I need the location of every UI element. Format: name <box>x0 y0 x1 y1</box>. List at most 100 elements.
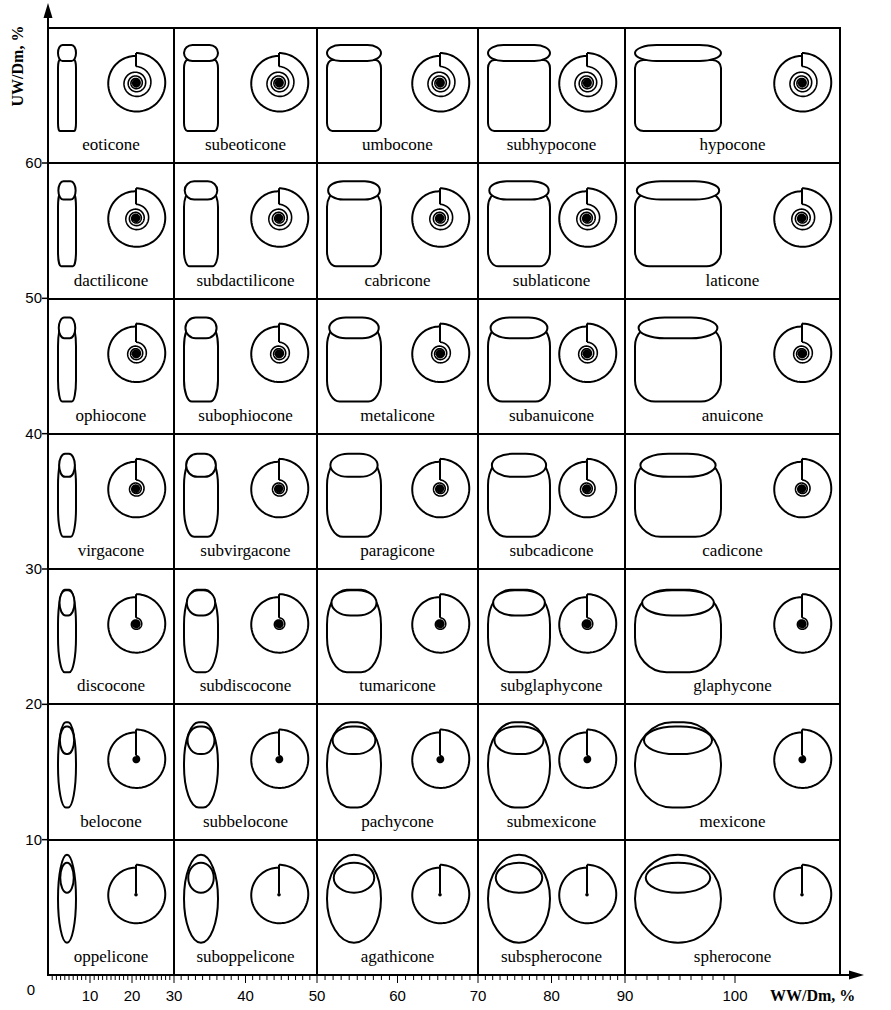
outer-whorl-section <box>635 855 721 943</box>
x-tick <box>77 976 78 980</box>
outer-whorl-section <box>488 722 550 807</box>
morphotype-name: subcadicone <box>479 541 624 561</box>
x-tick <box>580 976 581 980</box>
umbilical-spiral <box>796 480 811 496</box>
shell-outline <box>251 865 308 924</box>
tick-label: 80 <box>543 987 560 1005</box>
tick-label: 10 <box>25 831 42 849</box>
aperture-line <box>135 865 137 894</box>
shell-centre <box>800 758 804 762</box>
umbilical-spiral <box>584 756 590 763</box>
inner-whorl-section <box>185 181 218 199</box>
aperture-line <box>586 459 588 480</box>
shell-figure <box>488 722 616 807</box>
outer-whorl-section <box>184 60 218 131</box>
outer-whorl-section <box>327 722 381 807</box>
shell-figure <box>635 45 831 131</box>
x-tick <box>713 976 714 980</box>
aperture-line <box>801 865 803 894</box>
shell-centre <box>585 487 589 491</box>
tick-label: 90 <box>617 987 634 1005</box>
inner-whorl-section <box>58 45 76 61</box>
tick-label: 70 <box>470 987 487 1005</box>
inner-whorl-section <box>60 590 75 615</box>
outer-whorl-section <box>488 855 550 943</box>
tick-label: 60 <box>389 987 406 1005</box>
umbilical-spiral <box>790 66 817 96</box>
umbilical-spiral <box>582 618 592 630</box>
aperture-line <box>135 594 137 618</box>
x-tick <box>56 976 57 980</box>
shell-figure <box>184 45 308 131</box>
morphotype-name: hypocone <box>626 135 839 155</box>
shell-figure <box>635 181 831 266</box>
shell-centre <box>277 81 281 85</box>
x-tick <box>421 976 422 980</box>
x-tick <box>429 976 430 980</box>
umbilical-spiral <box>273 480 288 496</box>
aperture-line <box>586 594 588 618</box>
axis-ticks <box>42 163 735 983</box>
outer-whorl-section <box>184 590 218 672</box>
morphotype-cell: subhypocone <box>477 27 626 164</box>
morphotype-name: mexicone <box>626 812 839 832</box>
shell-centre <box>134 622 138 626</box>
shell-outline <box>412 865 469 924</box>
shell-centre <box>585 893 589 897</box>
x-tick <box>680 976 681 980</box>
inner-whorl-section <box>639 318 718 339</box>
shell-figure <box>635 855 831 943</box>
shell-centre <box>438 216 442 220</box>
outer-whorl-section <box>327 855 381 943</box>
morphotype-name: subhypocone <box>479 135 624 155</box>
aperture-line <box>439 729 441 755</box>
umbilical-spiral <box>432 342 451 363</box>
inner-whorl-section <box>492 454 546 477</box>
shell-centre <box>585 81 589 85</box>
aperture-line <box>135 729 137 755</box>
shell-figure <box>58 45 165 131</box>
morphotype-name: metalicone <box>318 406 477 426</box>
shell-figure <box>58 590 165 672</box>
x-tick <box>73 976 74 980</box>
umbilical-spiral <box>435 618 445 630</box>
inner-whorl-section <box>640 454 715 477</box>
axis-title: UW/Dm, % <box>9 26 27 107</box>
x-tick <box>544 976 545 980</box>
umbilical-spiral <box>271 342 290 363</box>
inner-whorl-section <box>59 454 75 477</box>
inner-whorl-section <box>186 454 216 477</box>
shell-outline <box>774 594 831 653</box>
x-tick <box>266 976 267 980</box>
x-tick <box>153 976 154 980</box>
shell-figure <box>488 181 616 266</box>
tick-label: 60 <box>25 154 42 172</box>
shell-outline <box>251 53 308 112</box>
tick-label: 100 <box>722 987 747 1005</box>
morphotype-cell: laticone <box>624 162 841 299</box>
x-tick <box>106 976 107 980</box>
shell-outline <box>774 865 831 924</box>
inner-whorl-section <box>493 590 545 615</box>
inner-whorl-section <box>328 181 380 199</box>
x-tick <box>724 976 725 980</box>
morphotype-cell: subvirgacone <box>173 433 318 570</box>
umbilical-spiral <box>131 618 141 630</box>
shell-centre <box>134 352 138 356</box>
morphotype-cell: pachycone <box>316 703 479 840</box>
x-tick <box>551 976 552 983</box>
umbilical-spiral <box>133 756 139 763</box>
morphotype-cell: eoticone <box>47 27 175 164</box>
aperture-line <box>278 865 280 894</box>
shell-figure <box>327 855 469 943</box>
x-tick <box>478 976 479 983</box>
morphotype-name: suboppelicone <box>175 947 316 967</box>
morphotype-name: subeoticone <box>175 135 316 155</box>
x-tick <box>64 976 65 980</box>
aperture-line <box>586 729 588 755</box>
morphotype-cell: subbelocone <box>173 703 318 840</box>
x-tick <box>702 976 703 980</box>
x-tick <box>636 976 637 980</box>
shell-figure <box>488 855 616 943</box>
x-tick <box>69 976 70 980</box>
